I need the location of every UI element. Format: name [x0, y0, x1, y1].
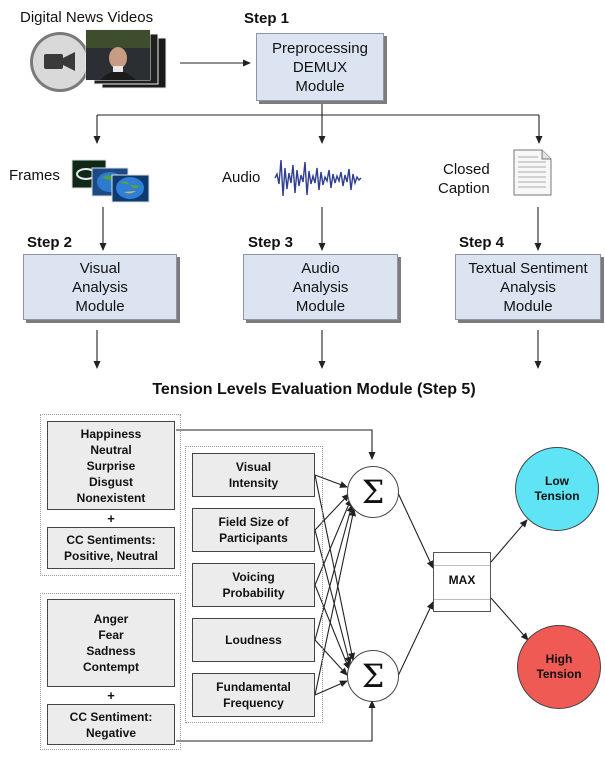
feature-label: Visual Intensity: [228, 460, 279, 490]
high-plus: +: [107, 688, 115, 703]
step1-label: Step 1: [244, 10, 290, 27]
preprocessing-module-label: Preprocessing DEMUX Module: [272, 39, 368, 95]
low-emotions-box: Happiness Neutral Surprise Disgust Nonex…: [47, 421, 175, 510]
low-cc-text: CC Sentiments: Positive, Neutral: [63, 533, 159, 563]
low-tension-rules: [40, 414, 181, 576]
frames-icon: [71, 159, 150, 203]
step4-label: Step 4: [459, 234, 505, 251]
evaluation-title: Tension Levels Evaluation Module (Step 5…: [152, 381, 476, 398]
feature-label: Fundamental Frequency: [216, 680, 291, 710]
video-frames-icon: [85, 29, 167, 89]
high-cc-box: CC Sentiment: Negative: [47, 704, 175, 745]
textual-sentiment-module[interactable]: Textual Sentiment Analysis Module: [455, 254, 601, 320]
audio-analysis-module-label: Audio Analysis Module: [292, 259, 349, 315]
feature-voicing-probability: Voicing Probability: [192, 563, 315, 607]
max-label: MAX: [448, 573, 476, 587]
low-emotions-text: Happiness Neutral Surprise Disgust Nonex…: [76, 426, 146, 505]
step2-label: Step 2: [27, 234, 73, 251]
preprocessing-module[interactable]: Preprocessing DEMUX Module: [256, 33, 384, 101]
high-tension-rules: [40, 593, 181, 750]
low-tension-label: Low Tension: [534, 474, 580, 503]
audio-waveform-icon: [274, 159, 362, 197]
feature-field-size: Field Size of Participants: [192, 508, 315, 552]
feature-label: Field Size of Participants: [218, 515, 289, 545]
caption-label: Closed Caption: [438, 161, 490, 197]
audio-analysis-module[interactable]: Audio Analysis Module: [243, 254, 398, 320]
textual-sentiment-module-label: Textual Sentiment Analysis Module: [468, 259, 588, 315]
low-cc-box: CC Sentiments: Positive, Neutral: [47, 527, 175, 569]
feature-fundamental-frequency: Fundamental Frequency: [192, 673, 315, 717]
document-icon: [513, 149, 552, 196]
high-cc-text: CC Sentiment: Negative: [69, 709, 153, 740]
feature-loudness: Loudness: [192, 618, 315, 662]
lower-sum-node: Σ: [347, 650, 399, 702]
camera-icon: [30, 32, 90, 92]
visual-analysis-module[interactable]: Visual Analysis Module: [23, 254, 177, 320]
high-tension-node: High Tension: [517, 625, 601, 709]
sum-symbol: Σ: [361, 656, 385, 695]
visual-analysis-module-label: Visual Analysis Module: [72, 259, 128, 315]
upper-sum-node: Σ: [347, 466, 399, 518]
videos-label: Digital News Videos: [20, 9, 154, 26]
low-plus: +: [107, 511, 115, 526]
high-emotions-text: Anger Fear Sadness Contempt: [83, 612, 139, 674]
feature-label: Voicing Probability: [222, 570, 285, 600]
high-tension-label: High Tension: [536, 652, 582, 681]
max-node: MAX: [433, 552, 491, 612]
feature-label: Loudness: [225, 633, 282, 647]
low-tension-node: Low Tension: [515, 447, 599, 531]
high-emotions-box: Anger Fear Sadness Contempt: [47, 599, 175, 687]
sum-symbol: Σ: [361, 472, 385, 511]
feature-visual-intensity: Visual Intensity: [192, 453, 315, 497]
frames-label: Frames: [9, 167, 60, 184]
features-frame: [185, 446, 323, 723]
audio-label: Audio: [222, 169, 261, 186]
step3-label: Step 3: [248, 234, 294, 251]
